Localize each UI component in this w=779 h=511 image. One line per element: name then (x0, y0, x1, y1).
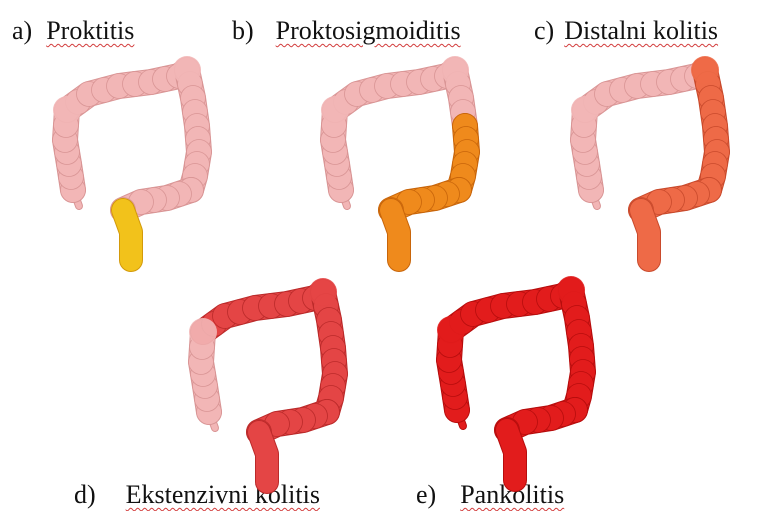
panel-title: Proktitis (46, 16, 134, 45)
colon-segment-rectum (123, 210, 131, 260)
flexure (571, 96, 599, 124)
flexure (557, 276, 585, 304)
flexure (53, 96, 81, 124)
label-a: a) Proktitis (12, 16, 134, 46)
flexure (441, 56, 469, 84)
colon-segment-rectum (641, 210, 649, 260)
flexure (321, 96, 349, 124)
panel-title: Distalni kolitis (564, 16, 718, 45)
label-b: b) Proktosigmoiditis (232, 16, 461, 46)
flexure (309, 278, 337, 306)
colon-diagram-c (542, 56, 748, 266)
colon-diagram-e (408, 276, 614, 486)
panel-letter: c) (534, 16, 554, 45)
panel-letter: b) (232, 16, 254, 45)
colon-segment-rectum (391, 210, 399, 260)
label-c: c) Distalni kolitis (534, 16, 718, 46)
colon-segment-rectum (259, 432, 267, 482)
flexure (691, 56, 719, 84)
colon-diagram-b (292, 56, 498, 266)
flexure (189, 318, 217, 346)
colon-diagram-d (160, 278, 366, 488)
panel-title: Proktosigmoiditis (276, 16, 461, 45)
colon-diagram-a (24, 56, 230, 266)
flexure (437, 316, 465, 344)
panel-letter: a) (12, 16, 32, 45)
panel-letter: d) (74, 480, 96, 509)
flexure (173, 56, 201, 84)
colon-segment-rectum (507, 430, 515, 480)
